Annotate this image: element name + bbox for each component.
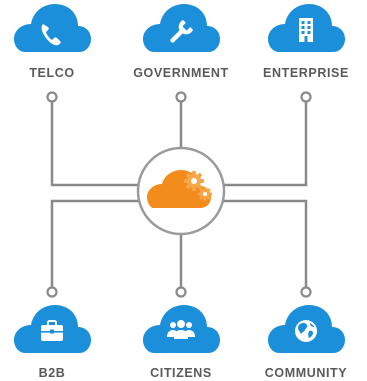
label-government: GOVERNMENT (133, 66, 229, 80)
building-icon (299, 18, 313, 42)
sector-b2b: B2B (14, 305, 91, 380)
cloud-b2b (14, 305, 91, 353)
cloud-gears-icon (147, 170, 212, 208)
node-citizens (175, 286, 187, 298)
cloud-government (143, 4, 220, 52)
label-enterprise: ENTERPRISE (263, 66, 349, 80)
cloud-community (268, 305, 345, 353)
globe-icon (295, 320, 317, 342)
label-b2b: B2B (39, 366, 66, 380)
label-telco: TELCO (29, 66, 74, 80)
sector-telco: TELCO (14, 4, 91, 80)
node-government (175, 91, 187, 103)
sector-citizens: CITIZENS (143, 305, 220, 380)
connector-telco (50, 96, 140, 187)
node-community (300, 286, 312, 298)
cloud-enterprise (268, 4, 345, 52)
sector-enterprise: ENTERPRISE (263, 4, 349, 80)
phone-icon (41, 24, 61, 46)
cloud-citizens (143, 305, 220, 353)
sector-community: COMMUNITY (265, 305, 348, 380)
connector-enterprise (222, 96, 308, 187)
label-community: COMMUNITY (265, 366, 348, 380)
node-b2b (46, 286, 58, 298)
briefcase-icon (41, 320, 63, 341)
connector-nodes (46, 91, 312, 298)
people-icon (167, 320, 195, 339)
sector-government: GOVERNMENT (133, 4, 229, 80)
node-telco (46, 91, 58, 103)
node-enterprise (300, 91, 312, 103)
central-hub (136, 146, 226, 236)
label-citizens: CITIZENS (150, 366, 212, 380)
wrench-icon (170, 19, 194, 43)
connector-community (222, 199, 308, 293)
connector-lines (50, 96, 308, 293)
connector-b2b (50, 199, 140, 293)
cloud-telco (14, 4, 91, 52)
